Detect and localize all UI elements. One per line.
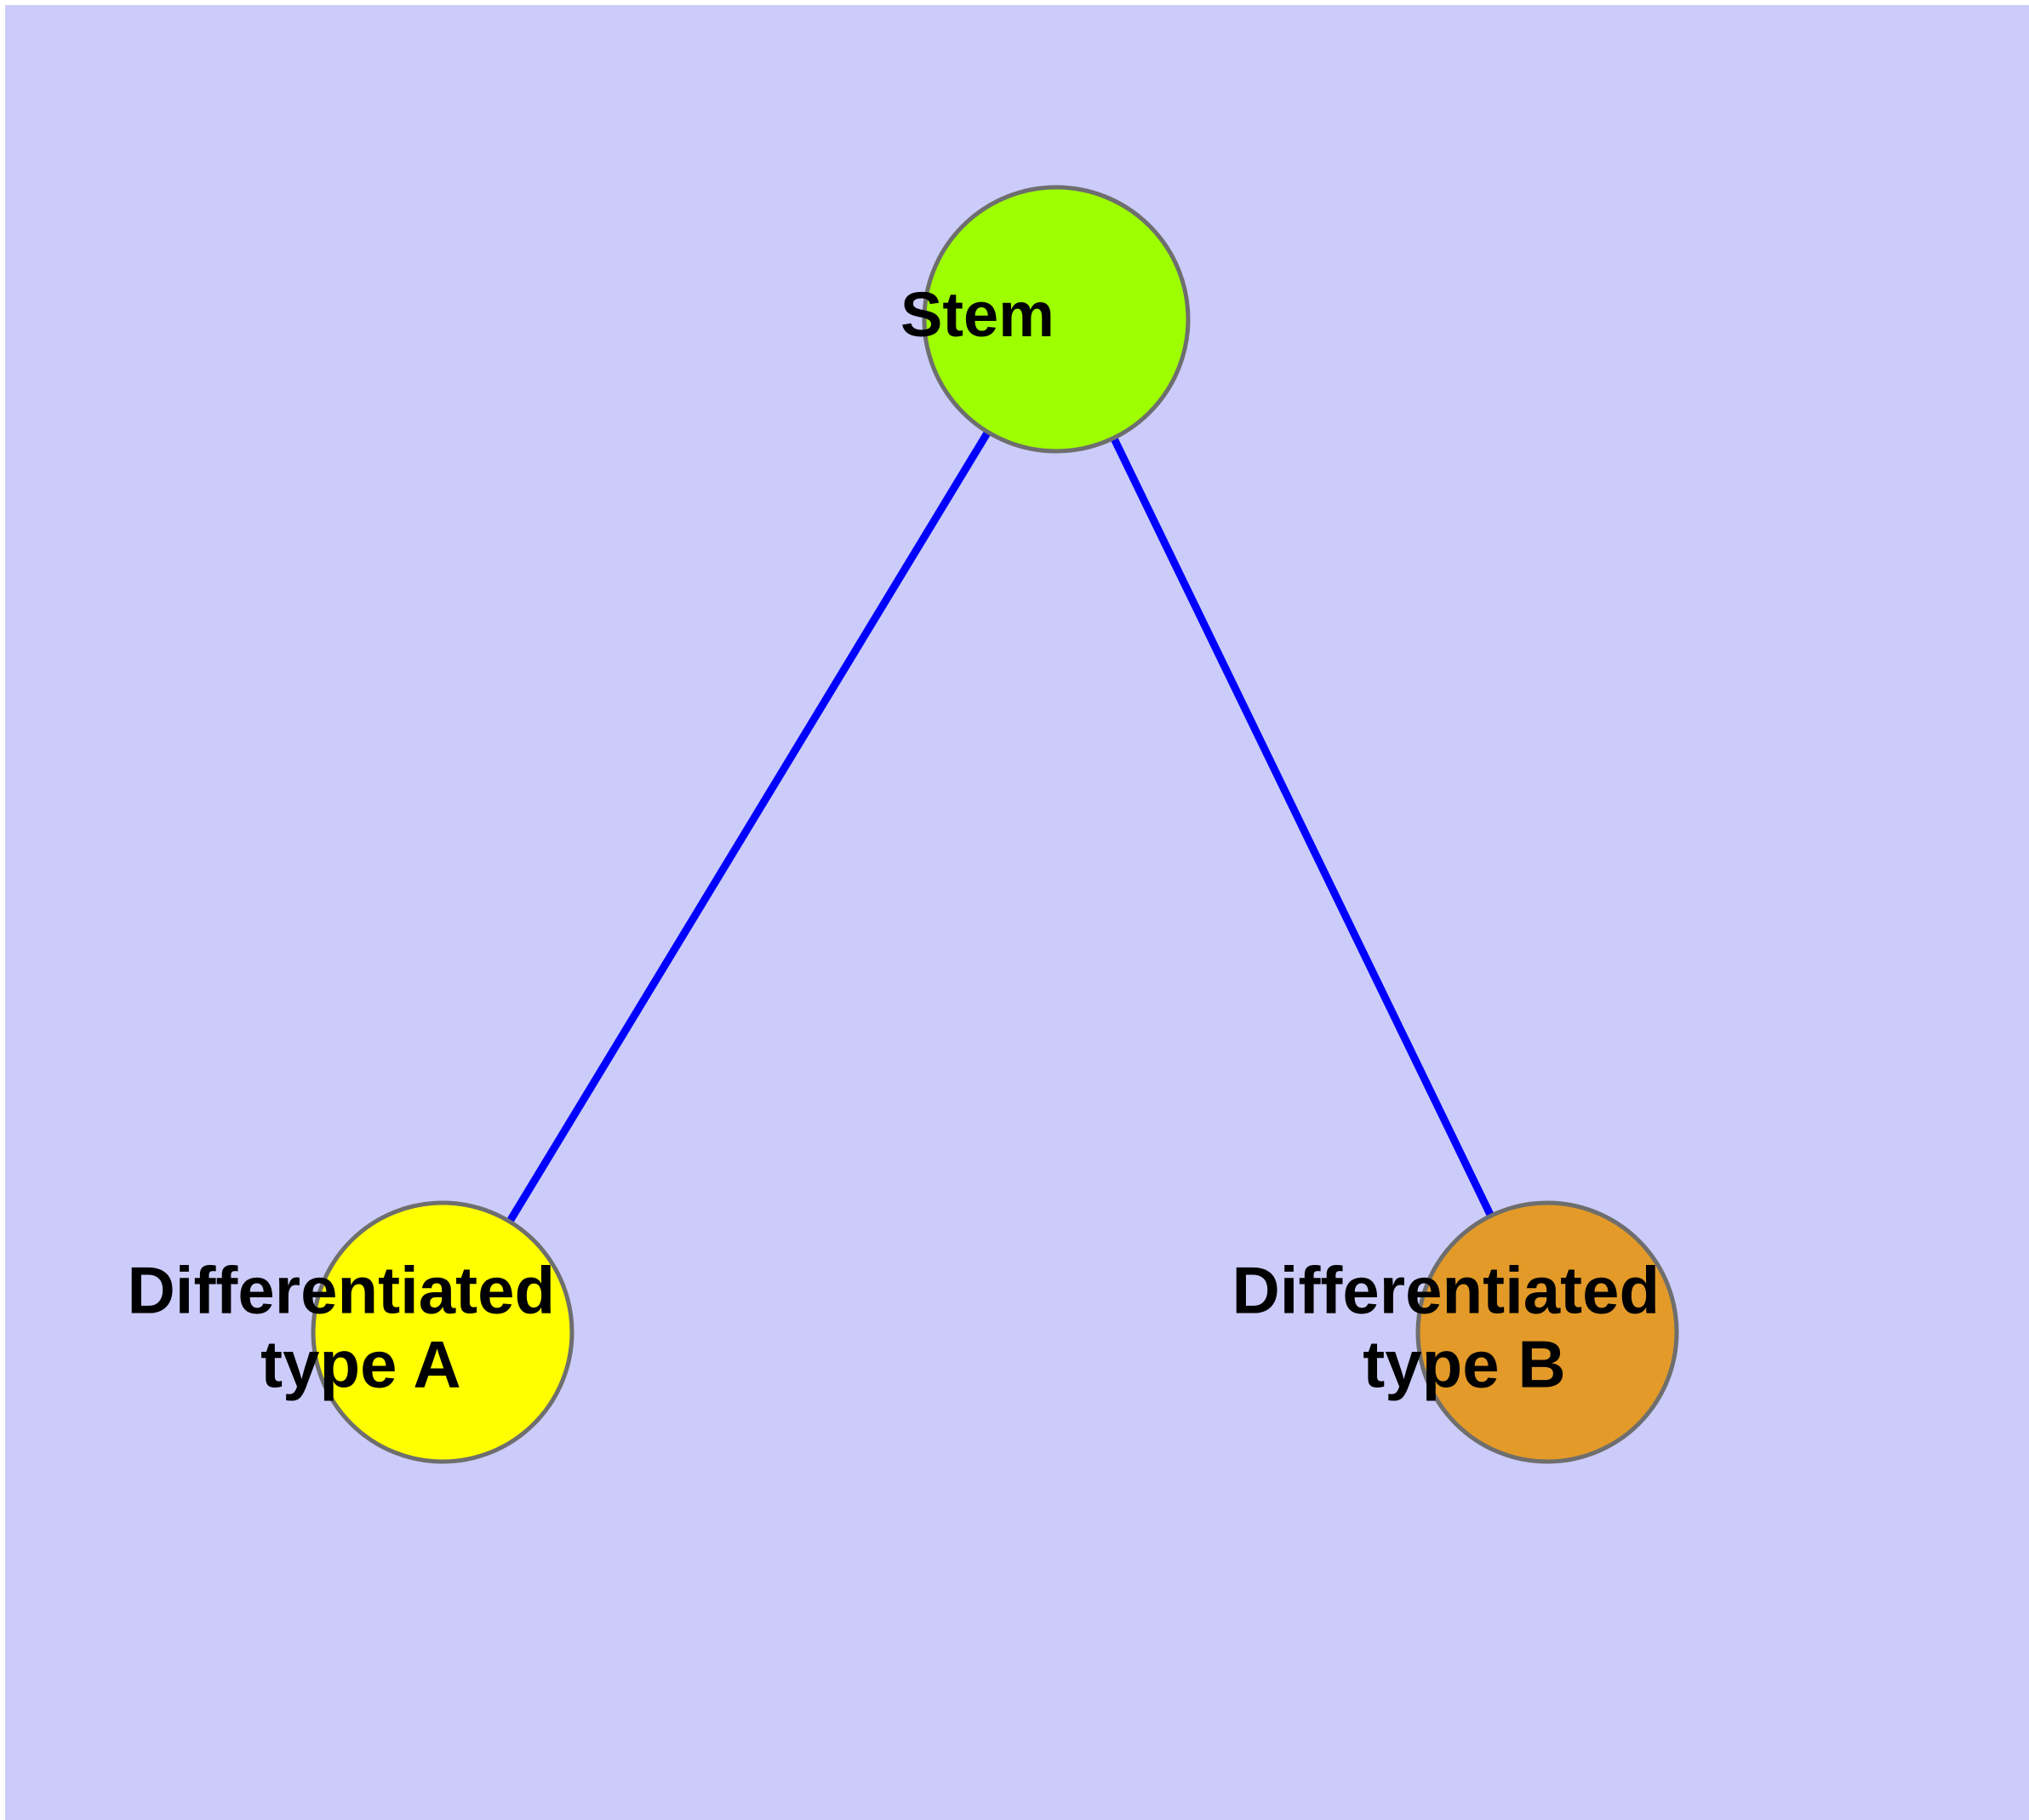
- node-differentiated-type-a-label: Differentiated type A: [0, 0, 758, 1401]
- node-differentiated-type-b-circle[interactable]: [1415, 1200, 1679, 1464]
- node-differentiated-type-b[interactable]: Differentiated type B: [0, 0, 1863, 1464]
- node-differentiated-type-a-label-line-1: Differentiated: [127, 1252, 555, 1327]
- nodes-group: Stem Differentiated type A Differentiate…: [0, 0, 1863, 1464]
- node-stem[interactable]: Stem: [0, 0, 1212, 454]
- node-stem-label-line-1: Stem: [900, 279, 1055, 350]
- node-differentiated-type-b-label-line-2: type B: [1363, 1326, 1565, 1401]
- node-differentiated-type-a-circle[interactable]: [311, 1200, 574, 1464]
- node-differentiated-type-a-label-line-2: type A: [260, 1326, 460, 1401]
- node-differentiated-type-b-label: Differentiated type B: [1232, 1252, 1660, 1401]
- edge-stem-diff-a[interactable]: [506, 430, 992, 1224]
- edges-group: [506, 430, 1495, 1224]
- edge-stem-diff-b[interactable]: [1110, 436, 1495, 1218]
- node-differentiated-type-a[interactable]: Differentiated type A: [0, 0, 758, 1464]
- node-stem-label: Stem: [0, 0, 1212, 350]
- node-stem-circle[interactable]: [922, 185, 1191, 454]
- node-differentiated-type-b-label-line-1: Differentiated: [1232, 1252, 1660, 1327]
